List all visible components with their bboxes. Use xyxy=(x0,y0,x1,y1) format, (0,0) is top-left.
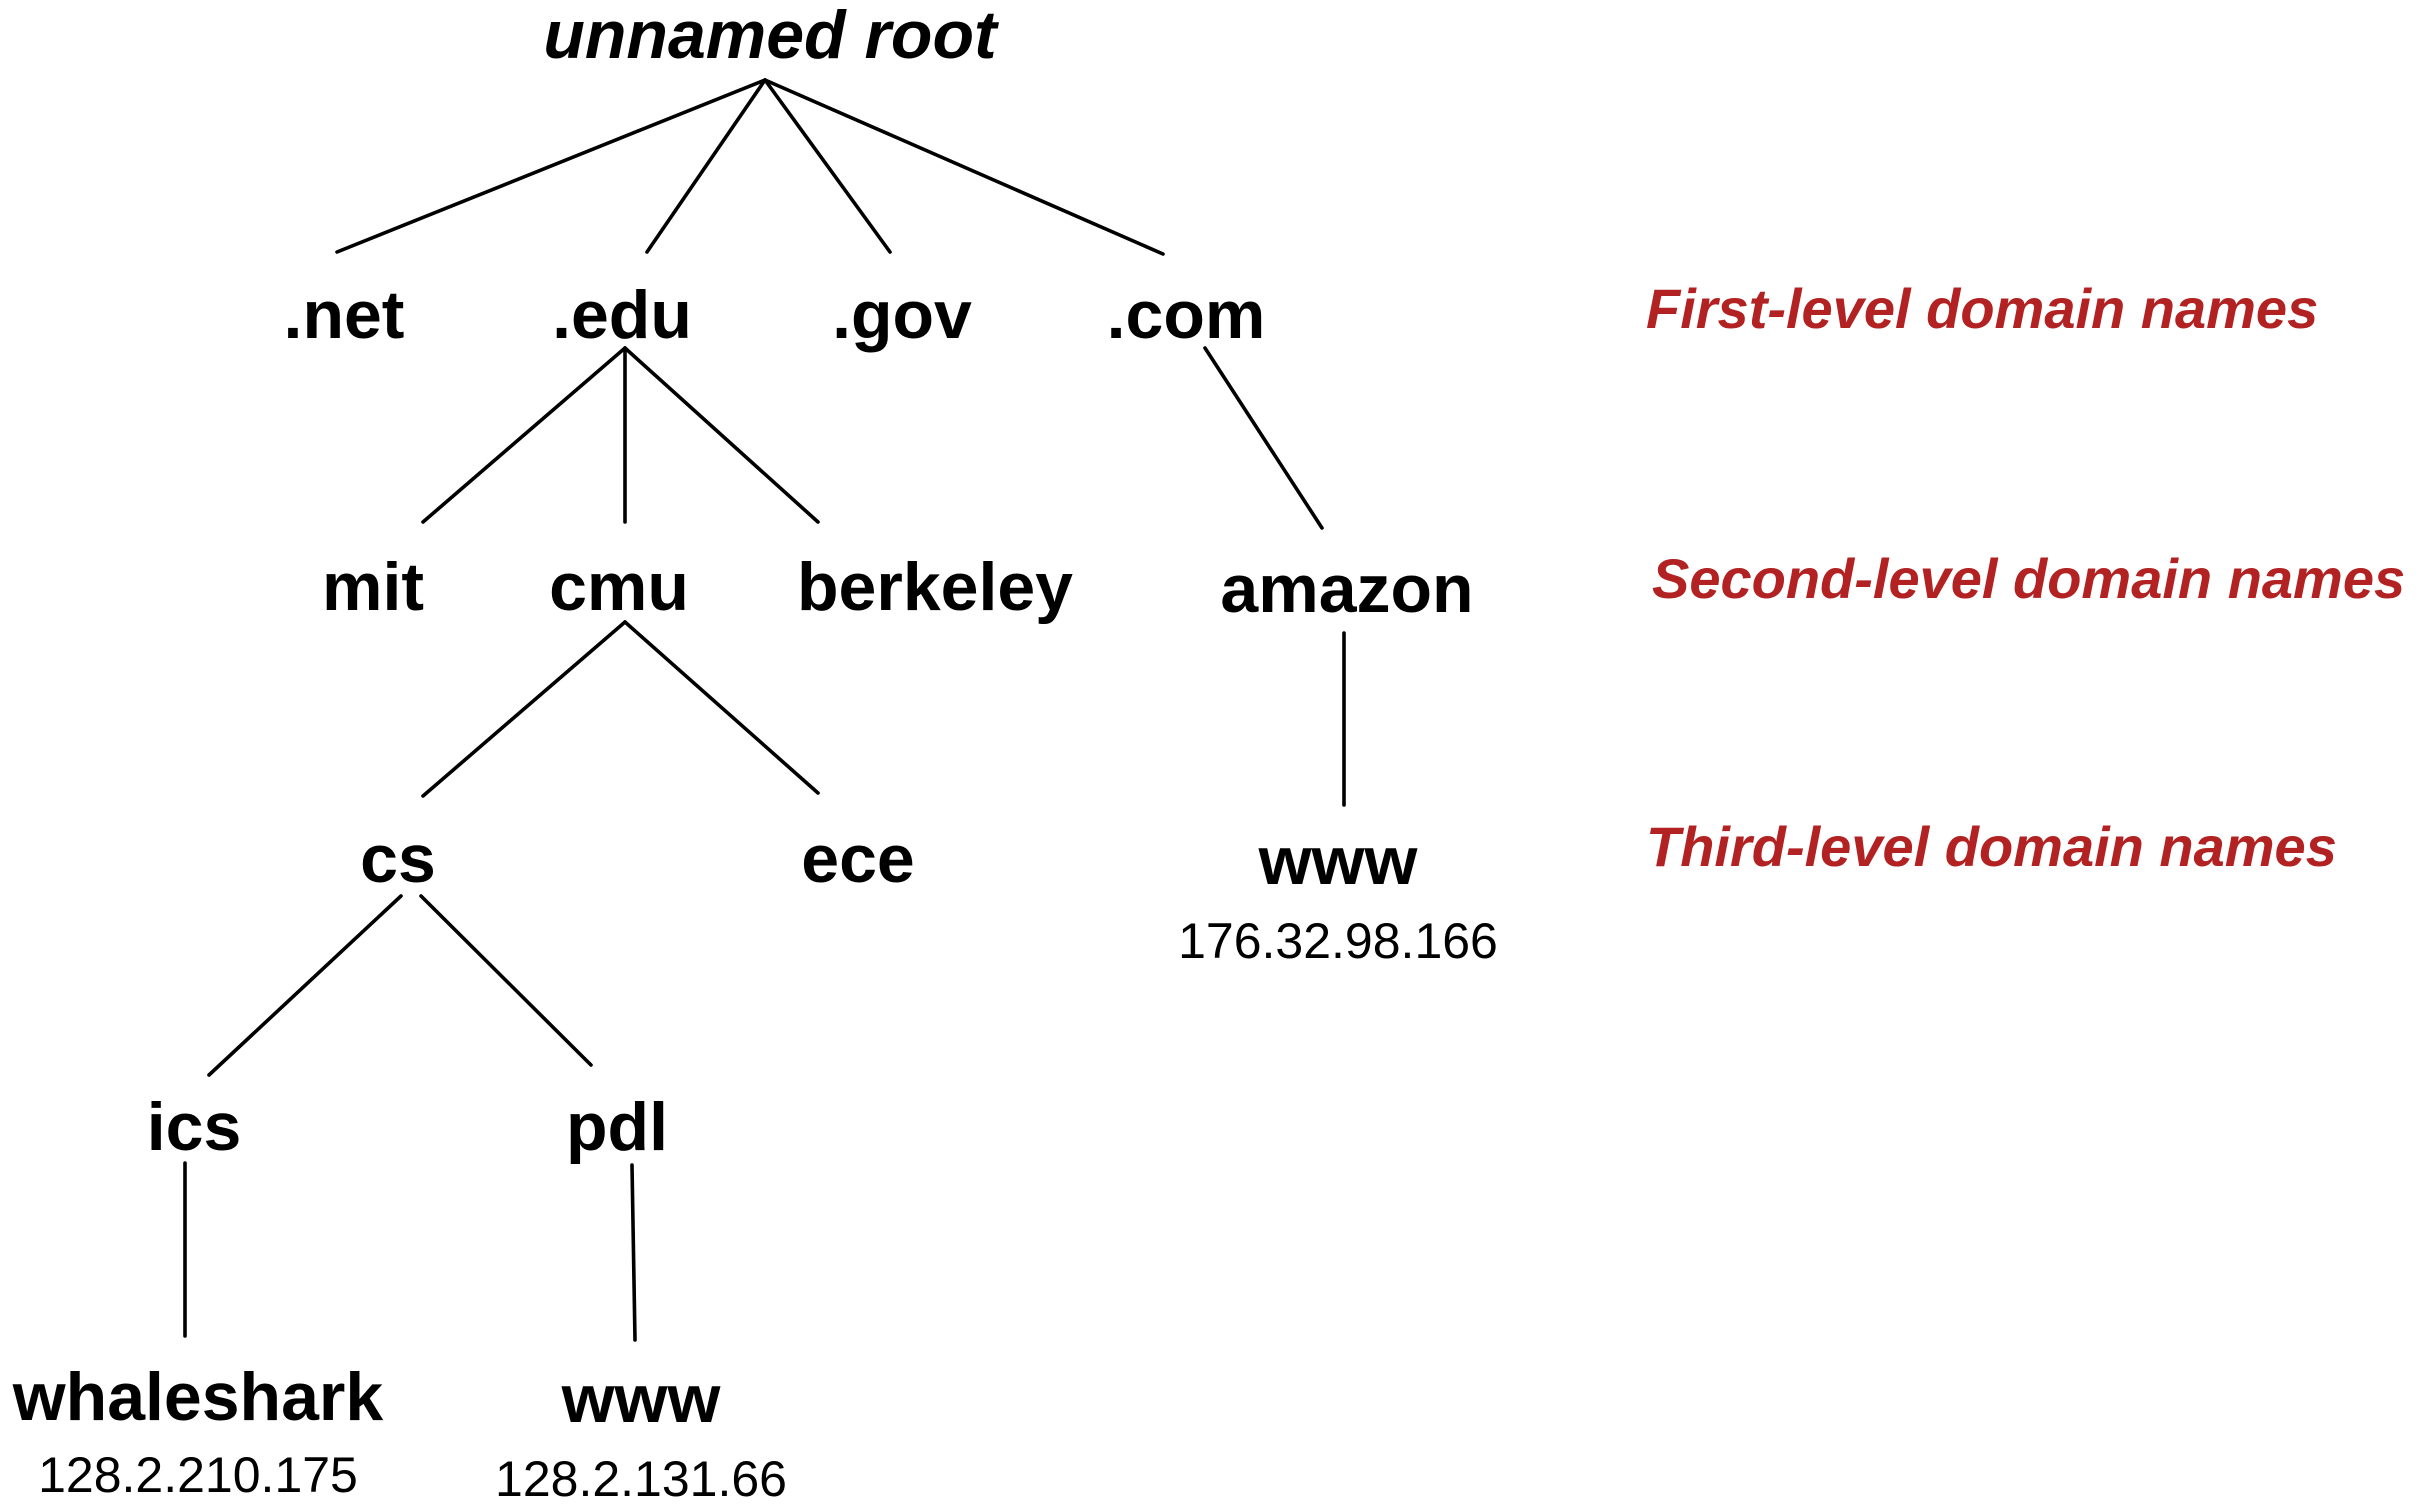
node-com: .com xyxy=(1107,277,1266,353)
node-cmu: cmu xyxy=(549,549,689,625)
ip-whaleshark: 128.2.210.175 xyxy=(38,1447,358,1503)
tree-edges xyxy=(183,78,1346,1342)
ip-labels: 176.32.98.166 128.2.210.175 128.2.131.66 xyxy=(38,913,1498,1507)
node-amazon-www: www xyxy=(1258,823,1419,899)
node-berkeley: berkeley xyxy=(797,549,1073,625)
edge-cmu-ece xyxy=(623,620,820,795)
edge-root-com xyxy=(763,78,1165,256)
node-edu: .edu xyxy=(552,277,692,353)
level-label-second: Second-level domain names xyxy=(1652,547,2405,610)
level-label-third: Third-level domain names xyxy=(1646,815,2337,878)
node-ece: ece xyxy=(801,821,914,897)
node-cs: cs xyxy=(360,821,436,897)
level-label-first: First-level domain names xyxy=(1646,277,2318,340)
edge-root-gov xyxy=(763,78,892,254)
ip-amazon-www: 176.32.98.166 xyxy=(1178,913,1498,969)
node-net: .net xyxy=(284,277,405,353)
edge-edu-mit xyxy=(421,346,627,524)
node-amazon: amazon xyxy=(1220,551,1473,627)
edge-cmu-cs xyxy=(421,620,627,798)
edge-cs-pdl xyxy=(419,894,593,1067)
edge-root-edu xyxy=(645,78,767,254)
node-gov: .gov xyxy=(832,277,972,353)
edge-root-net xyxy=(335,78,767,254)
node-labels: unnamed root .net .edu .gov .com mit cmu… xyxy=(12,0,1474,1437)
node-pdl: pdl xyxy=(566,1089,668,1165)
node-ics: ics xyxy=(147,1089,242,1165)
edge-cs-ics xyxy=(207,894,403,1077)
level-labels: First-level domain names Second-level do… xyxy=(1646,277,2405,878)
edge-pdl-www xyxy=(630,1163,637,1342)
ip-pdl-www: 128.2.131.66 xyxy=(495,1451,787,1507)
node-pdl-www: www xyxy=(561,1361,722,1437)
edge-edu-berkeley xyxy=(623,346,820,524)
node-root: unnamed root xyxy=(543,0,999,73)
edge-com-amazon xyxy=(1203,346,1324,530)
node-mit: mit xyxy=(322,549,424,625)
node-whaleshark: whaleshark xyxy=(12,1359,384,1435)
